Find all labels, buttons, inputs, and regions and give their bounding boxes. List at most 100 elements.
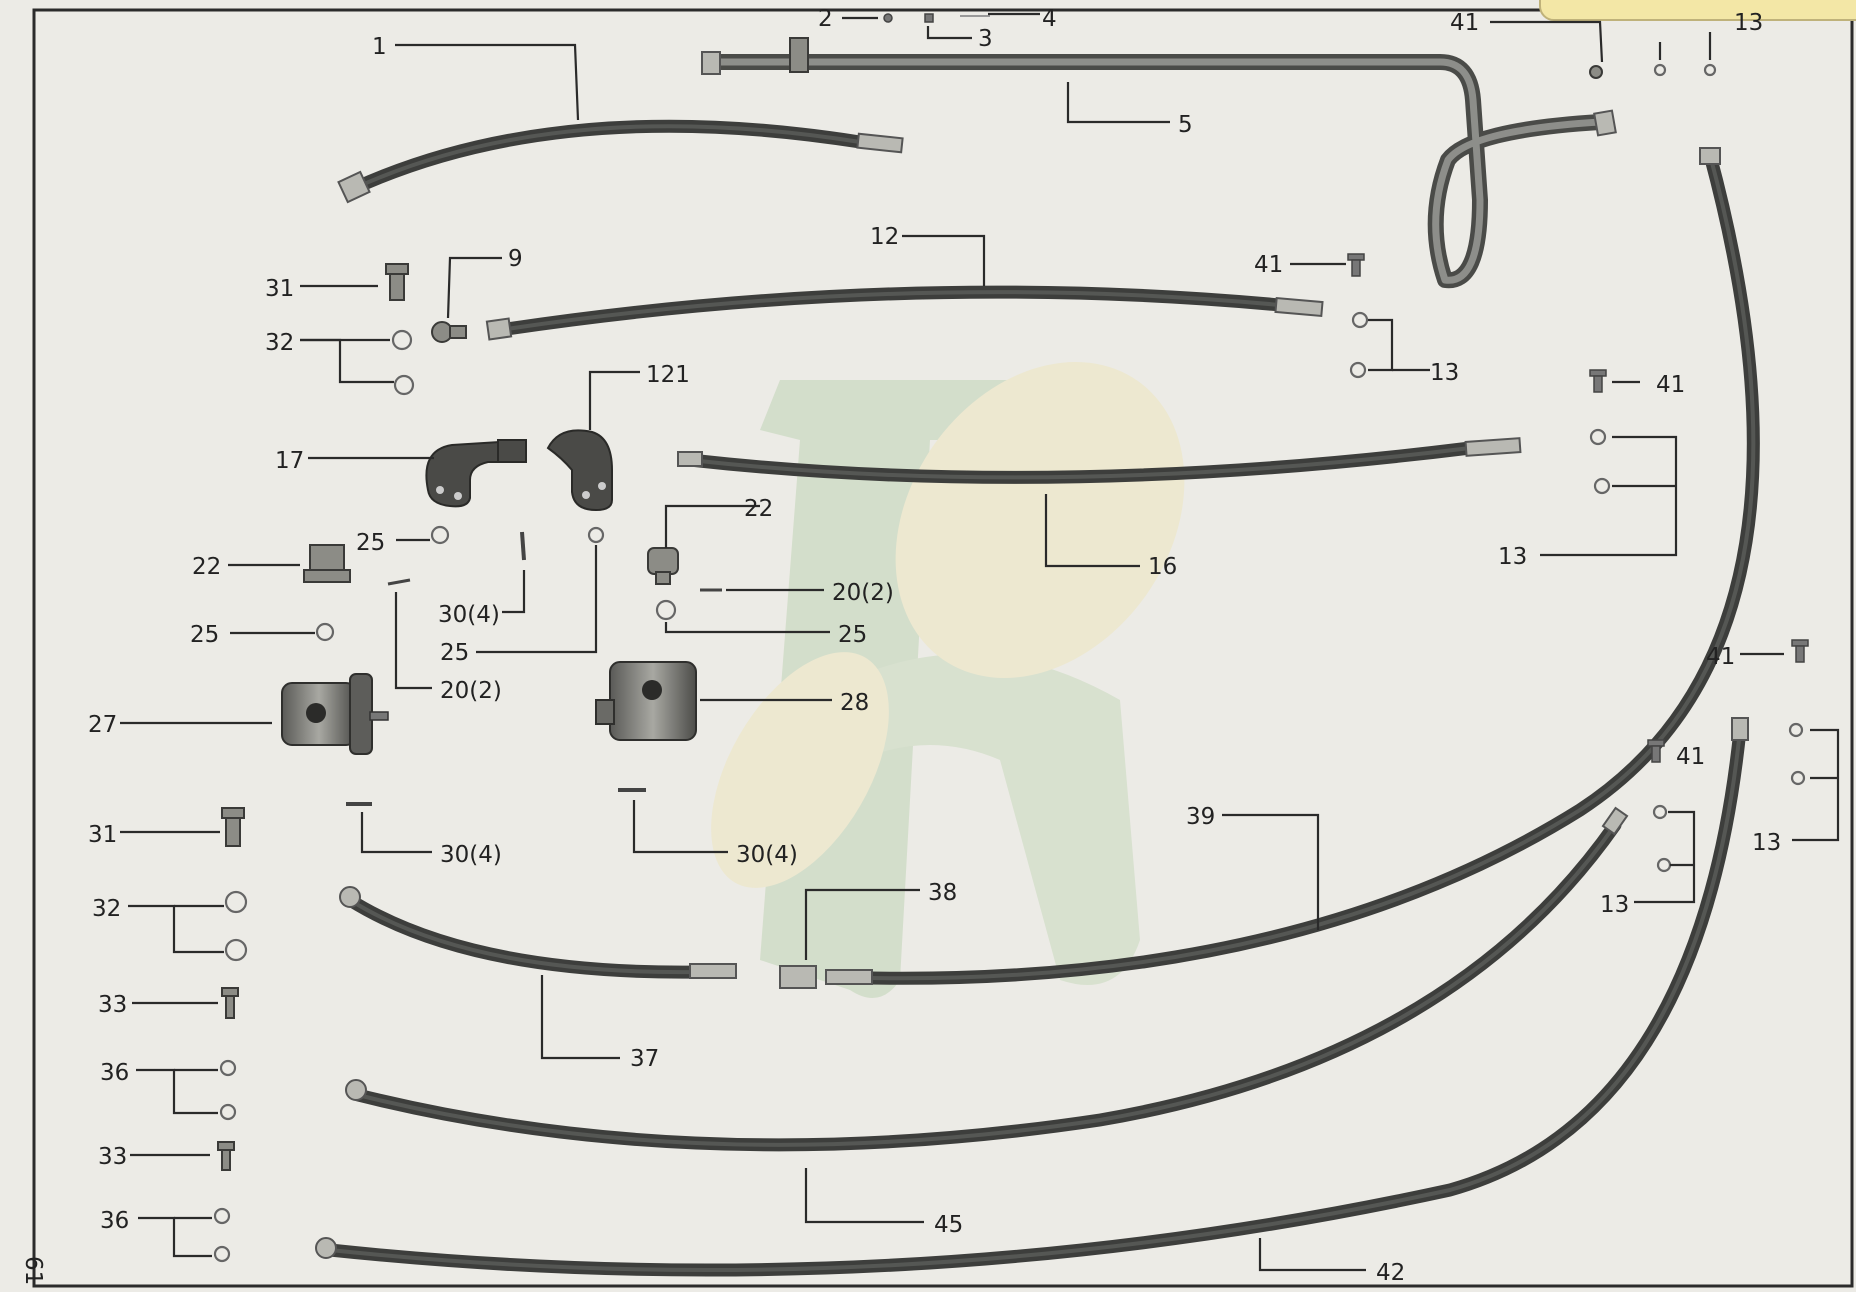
part-32-ring-lower-1 xyxy=(224,890,248,914)
part-33-bolt-a xyxy=(221,987,239,1019)
part-17-elbow-flange xyxy=(425,439,527,508)
part-31-banjo-bolt-upper xyxy=(385,263,409,301)
callout-37: 37 xyxy=(630,1046,659,1072)
part-2-nut xyxy=(883,13,893,23)
part-36-ring-a1 xyxy=(219,1059,237,1077)
part-13-ring-c2 xyxy=(1593,477,1611,495)
callout-41-b: 41 xyxy=(1254,252,1283,278)
part-13-ring-b1 xyxy=(1351,311,1369,329)
callout-9: 9 xyxy=(508,246,523,272)
callout-22-left: 22 xyxy=(192,554,221,580)
watermark-logo xyxy=(711,362,1185,998)
part-31-banjo-bolt-lower xyxy=(221,807,245,847)
part-41-bolt-e xyxy=(1647,739,1665,763)
callout-27: 27 xyxy=(88,712,117,738)
callout-28: 28 xyxy=(840,690,869,716)
part-36-ring-b2 xyxy=(213,1245,231,1263)
callout-13-e: 13 xyxy=(1600,892,1629,918)
part-20-screw-a xyxy=(387,578,411,586)
callout-25-c: 25 xyxy=(190,622,219,648)
hose-39 xyxy=(779,147,1760,989)
part-25-ring-b xyxy=(587,526,605,544)
callout-16: 16 xyxy=(1148,554,1177,580)
hose-45 xyxy=(345,806,1629,1152)
part-28-hydraulic-pump xyxy=(595,661,697,741)
part-13-ring-d1 xyxy=(1788,722,1804,738)
part-13-ring-c1 xyxy=(1589,428,1607,446)
callout-32-lower: 32 xyxy=(92,896,121,922)
part-13-ring-b2 xyxy=(1349,361,1367,379)
callout-30-b: 30(4) xyxy=(440,842,502,868)
callout-22-right: 22 xyxy=(744,496,773,522)
callout-1: 1 xyxy=(372,34,387,60)
callout-41-top: 41 xyxy=(1450,10,1479,36)
pipe-5 xyxy=(701,37,1617,289)
yellow-corner-tab xyxy=(1539,0,1856,21)
callout-32-upper: 32 xyxy=(265,330,294,356)
part-3-washer xyxy=(924,13,934,23)
callout-121: 121 xyxy=(646,362,690,388)
callout-25-b: 25 xyxy=(440,640,469,666)
callout-45: 45 xyxy=(934,1212,963,1238)
part-41-bolt-top xyxy=(1589,65,1603,79)
callout-41-c: 41 xyxy=(1656,372,1685,398)
callout-2: 2 xyxy=(818,6,833,32)
leader-lines xyxy=(120,12,1840,1272)
part-25-ring-a xyxy=(430,525,450,545)
callout-25-d: 25 xyxy=(838,622,867,648)
callout-13-d: 13 xyxy=(1752,830,1781,856)
part-32-ring-upper-2 xyxy=(393,374,415,396)
callout-39: 39 xyxy=(1186,804,1215,830)
callout-20-a: 20(2) xyxy=(832,580,894,606)
part-33-bolt-b xyxy=(217,1141,235,1171)
callout-36-b: 36 xyxy=(100,1208,129,1234)
page-number: 61 xyxy=(20,1256,46,1285)
part-41-bolt-b xyxy=(1347,253,1365,277)
callout-41-d: 41 xyxy=(1706,644,1735,670)
callout-12: 12 xyxy=(870,224,899,250)
part-41-bolt-d xyxy=(1791,639,1809,663)
part-41-bolt-c xyxy=(1589,369,1607,393)
part-30-screw-a xyxy=(520,531,526,561)
part-13-ring-top-2 xyxy=(1703,63,1717,77)
callout-36-a: 36 xyxy=(100,1060,129,1086)
part-32-ring-upper-1 xyxy=(391,329,413,351)
callout-30-c: 30(4) xyxy=(736,842,798,868)
callout-31-upper: 31 xyxy=(265,276,294,302)
part-27-hydraulic-pump xyxy=(281,673,389,755)
callout-38: 38 xyxy=(928,880,957,906)
page-frame xyxy=(32,8,1854,1288)
part-36-ring-b1 xyxy=(213,1207,231,1225)
part-13-ring-e1 xyxy=(1652,804,1668,820)
part-25-ring-c xyxy=(315,622,335,642)
hose-16 xyxy=(677,437,1522,484)
hose-12 xyxy=(485,285,1324,341)
callout-4: 4 xyxy=(1042,6,1057,32)
callout-31-lower: 31 xyxy=(88,822,117,848)
hose-42 xyxy=(315,717,1749,1277)
part-25-ring-d xyxy=(655,599,677,621)
callout-13-c: 13 xyxy=(1498,544,1527,570)
callout-25-a: 25 xyxy=(356,530,385,556)
callout-20-b: 20(2) xyxy=(440,678,502,704)
part-36-ring-a2 xyxy=(219,1103,237,1121)
hose-37 xyxy=(339,886,737,979)
callout-13-b: 13 xyxy=(1430,360,1459,386)
part-121-elbow-flange xyxy=(546,429,613,512)
callout-5: 5 xyxy=(1178,112,1193,138)
callout-33-a: 33 xyxy=(98,992,127,1018)
callout-33-b: 33 xyxy=(98,1144,127,1170)
part-32-ring-lower-2 xyxy=(224,938,248,962)
hose-1 xyxy=(337,119,904,204)
callout-labels: 1 2 3 4 5 41 13 12 9 41 31 32 13 121 41 … xyxy=(20,6,1781,1286)
part-9-banjo-fitting xyxy=(431,321,467,343)
callout-42: 42 xyxy=(1376,1260,1405,1286)
callout-41-e: 41 xyxy=(1676,744,1705,770)
callout-3: 3 xyxy=(978,26,993,52)
callout-17: 17 xyxy=(275,448,304,474)
callout-30-a: 30(4) xyxy=(438,602,500,628)
part-13-ring-top-1 xyxy=(1653,63,1667,77)
part-13-ring-d2 xyxy=(1790,770,1806,786)
